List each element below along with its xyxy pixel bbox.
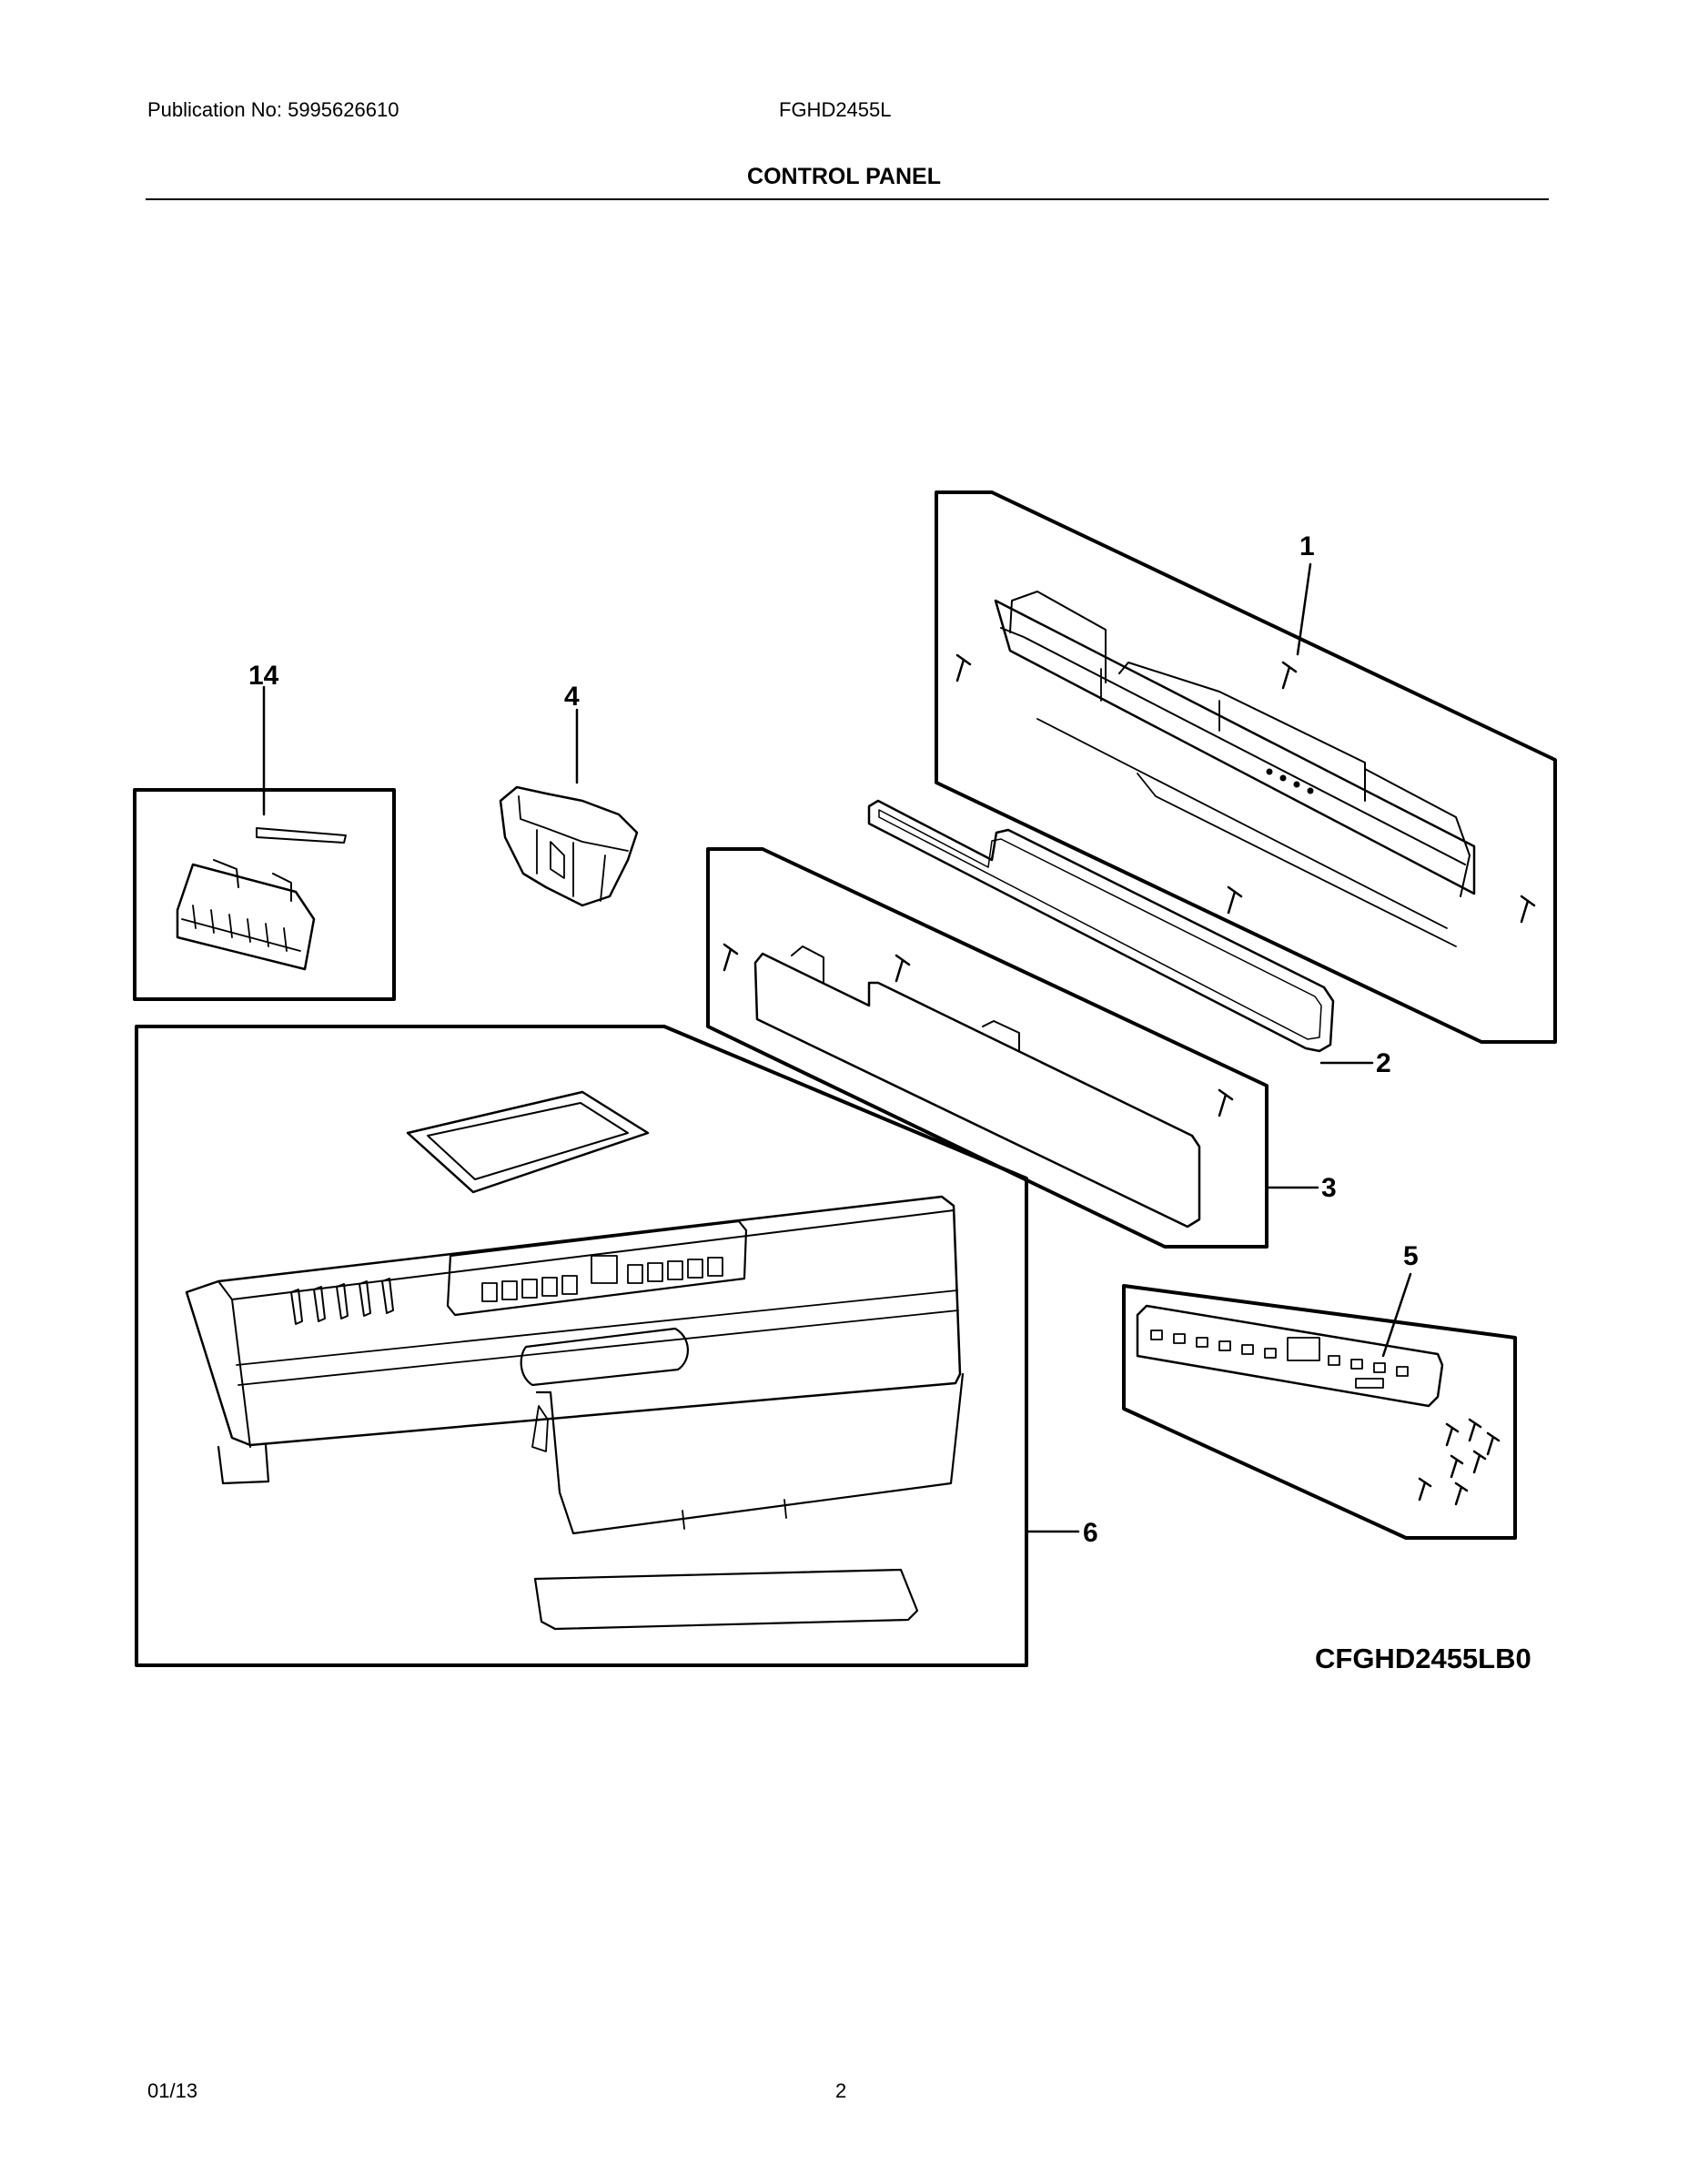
part-6-box (135, 1025, 1080, 1667)
screw-icon (1418, 1418, 1501, 1506)
page-number: 2 (835, 2079, 847, 2102)
part-14-box (133, 685, 396, 1001)
footer-date: 01/13 (147, 2079, 198, 2102)
part-5-panel (1122, 1272, 1517, 1540)
screw-icon (723, 943, 1234, 1117)
callout-2: 2 (1376, 1048, 1391, 1078)
title-rule (146, 198, 1549, 200)
callout-6: 6 (1083, 1518, 1098, 1548)
screw-icon (955, 653, 1536, 924)
callout-1: 1 (1299, 531, 1315, 561)
callout-5: 5 (1403, 1241, 1419, 1271)
publication-number: Publication No: 5995626610 (147, 98, 399, 121)
callout-4: 4 (564, 682, 580, 712)
part-1-panel (935, 490, 1557, 1044)
part-4-component (499, 708, 639, 907)
model-number: FGHD2455L (779, 98, 892, 121)
diagram-code: CFGHD2455LB0 (1315, 1643, 1531, 1674)
part-3-panel (706, 847, 1319, 1249)
callout-3: 3 (1321, 1173, 1337, 1203)
callout-14: 14 (248, 661, 279, 691)
page-title: CONTROL PANEL (747, 164, 941, 189)
part-2-gasket (867, 799, 1374, 1065)
